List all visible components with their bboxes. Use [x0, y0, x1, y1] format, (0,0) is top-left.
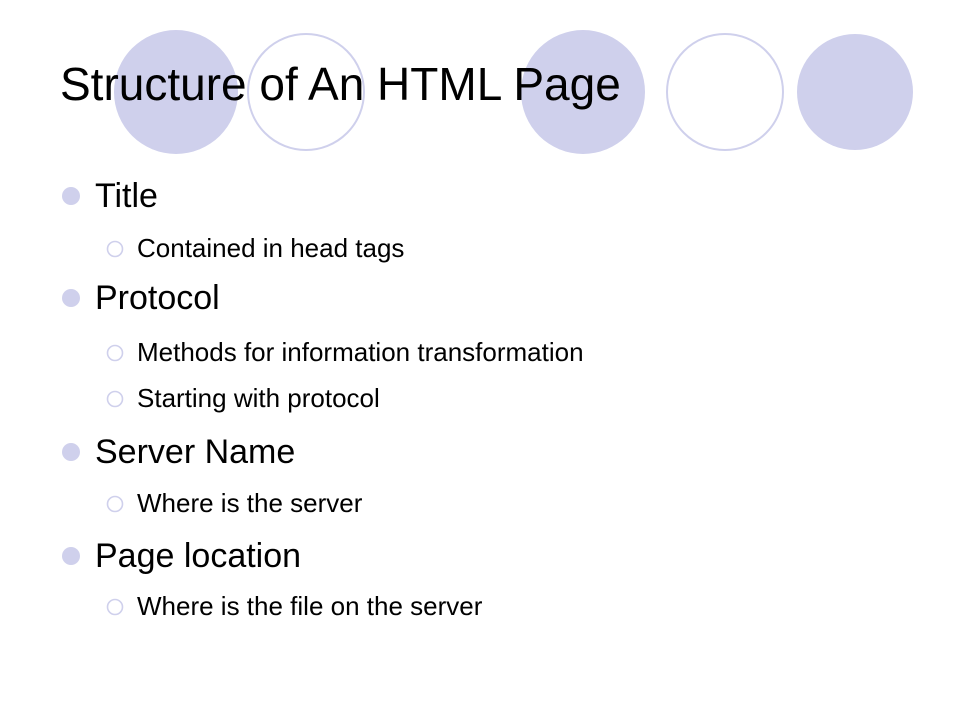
bullet-text: Title [95, 177, 158, 215]
decor-circle-outline-2 [666, 33, 784, 151]
ring-bullet-icon [106, 598, 124, 616]
decor-circle-outline-1 [247, 33, 365, 151]
sub-bullet-text: Where is the server [137, 488, 363, 518]
ring-bullet-icon [106, 344, 124, 362]
bullet-dot-icon [62, 443, 80, 461]
decor-circle-filled-1 [114, 30, 238, 154]
bullet-dot-icon [62, 187, 80, 205]
sub-bullet-text: Where is the file on the server [137, 591, 483, 621]
bullet-text: Page location [95, 537, 302, 575]
bullet-dot-icon [62, 547, 80, 565]
bullet-dot-icon [62, 289, 80, 307]
ring-bullet-icon [106, 495, 124, 513]
bullet-text: Server Name [95, 433, 296, 471]
slide-title: Structure of An HTML Page [60, 58, 621, 110]
bullet-text: Protocol [95, 279, 220, 317]
sub-bullet-text: Contained in head tags [137, 233, 405, 263]
sub-bullet-text: Methods for information transformation [137, 337, 584, 367]
decor-circle-filled-3 [797, 34, 913, 150]
decor-circle-filled-2 [521, 30, 645, 154]
sub-bullet-text: Starting with protocol [137, 383, 380, 413]
ring-bullet-icon [106, 390, 124, 408]
ring-bullet-icon [106, 240, 124, 258]
